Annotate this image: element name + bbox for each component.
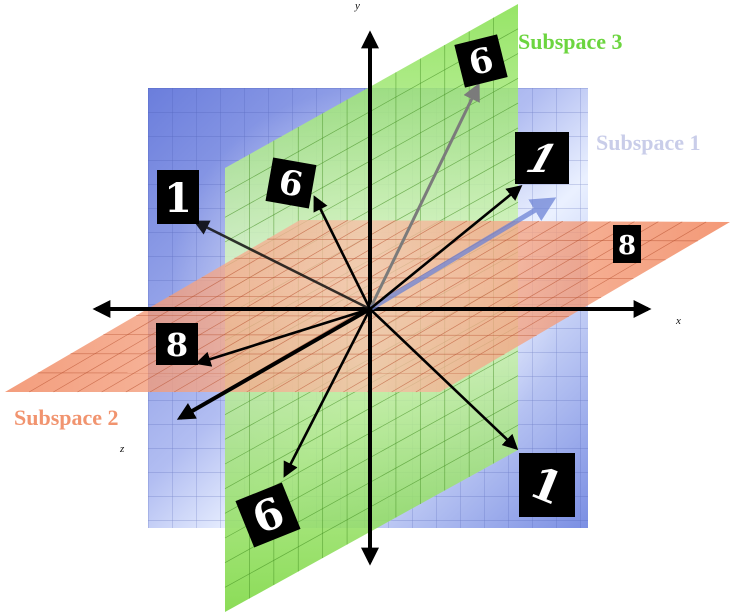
svg-text:8: 8	[618, 231, 636, 261]
digit-tile-left: 1	[157, 170, 199, 224]
digit-tiles: 6 1 1 6 8 8 6 1	[156, 34, 641, 548]
z-axis-label: z	[119, 443, 125, 455]
digit-tile-center-up: 6	[265, 157, 317, 209]
digit-tile-upper-right: 1	[515, 132, 569, 184]
digit-tile-bottom-right: 1	[519, 453, 575, 517]
subspace-2-label: Subspace 2	[14, 405, 119, 430]
vector-upper-left	[193, 220, 371, 311]
z-axis	[176, 307, 371, 420]
svg-text:8: 8	[166, 326, 188, 364]
digit-tile-right-orange: 8	[613, 225, 641, 263]
vector-subspace1-faint	[368, 197, 557, 312]
y-axis-label: y	[354, 0, 360, 12]
digit-tile-bottom-left: 6	[235, 482, 301, 548]
subspace-3-label: Subspace 3	[518, 29, 623, 54]
digit-tile-left-orange: 8	[156, 323, 198, 365]
vectors	[193, 82, 557, 478]
subspace-1-label: Subspace 1	[596, 130, 701, 155]
vector-subspace3-top	[368, 82, 480, 310]
svg-text:1: 1	[164, 175, 192, 222]
vector-down-right	[369, 308, 519, 451]
digit-tile-top-right: 6	[454, 34, 508, 88]
vector-left-down	[195, 307, 371, 367]
vector-up-left	[313, 195, 372, 310]
x-axis-label: x	[675, 315, 681, 327]
vector-down-left	[283, 308, 372, 478]
vector-upper-right	[369, 185, 523, 311]
